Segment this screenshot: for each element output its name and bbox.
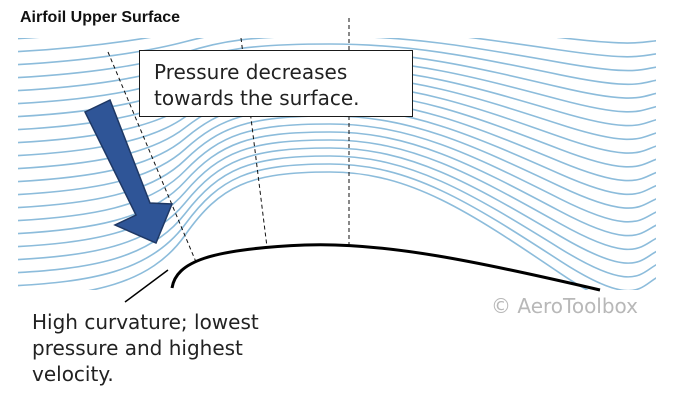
- diagram-title: Airfoil Upper Surface: [20, 9, 181, 26]
- callout-line-1: Pressure decreases: [154, 60, 348, 84]
- curvature-note: High curvature; lowest pressure and high…: [32, 309, 259, 387]
- note-line-2: pressure and highest: [32, 336, 243, 360]
- note-line-1: High curvature; lowest: [32, 310, 259, 334]
- streamline: [18, 38, 656, 53]
- note-line-3: velocity.: [32, 362, 114, 386]
- pressure-gradient-arrow: [83, 98, 174, 244]
- pressure-callout-box: Pressure decreases towards the surface.: [139, 50, 413, 117]
- airfoil-surface: [170, 243, 601, 292]
- streamline: [87, 171, 589, 290]
- annotation-leader-line: [124, 269, 169, 303]
- callout-line-2: towards the surface.: [154, 86, 360, 110]
- streamline: [18, 163, 656, 290]
- streamline: [18, 155, 656, 278]
- watermark-credit: © AeroToolbox: [491, 294, 639, 318]
- isobar-line-1: [107, 51, 197, 263]
